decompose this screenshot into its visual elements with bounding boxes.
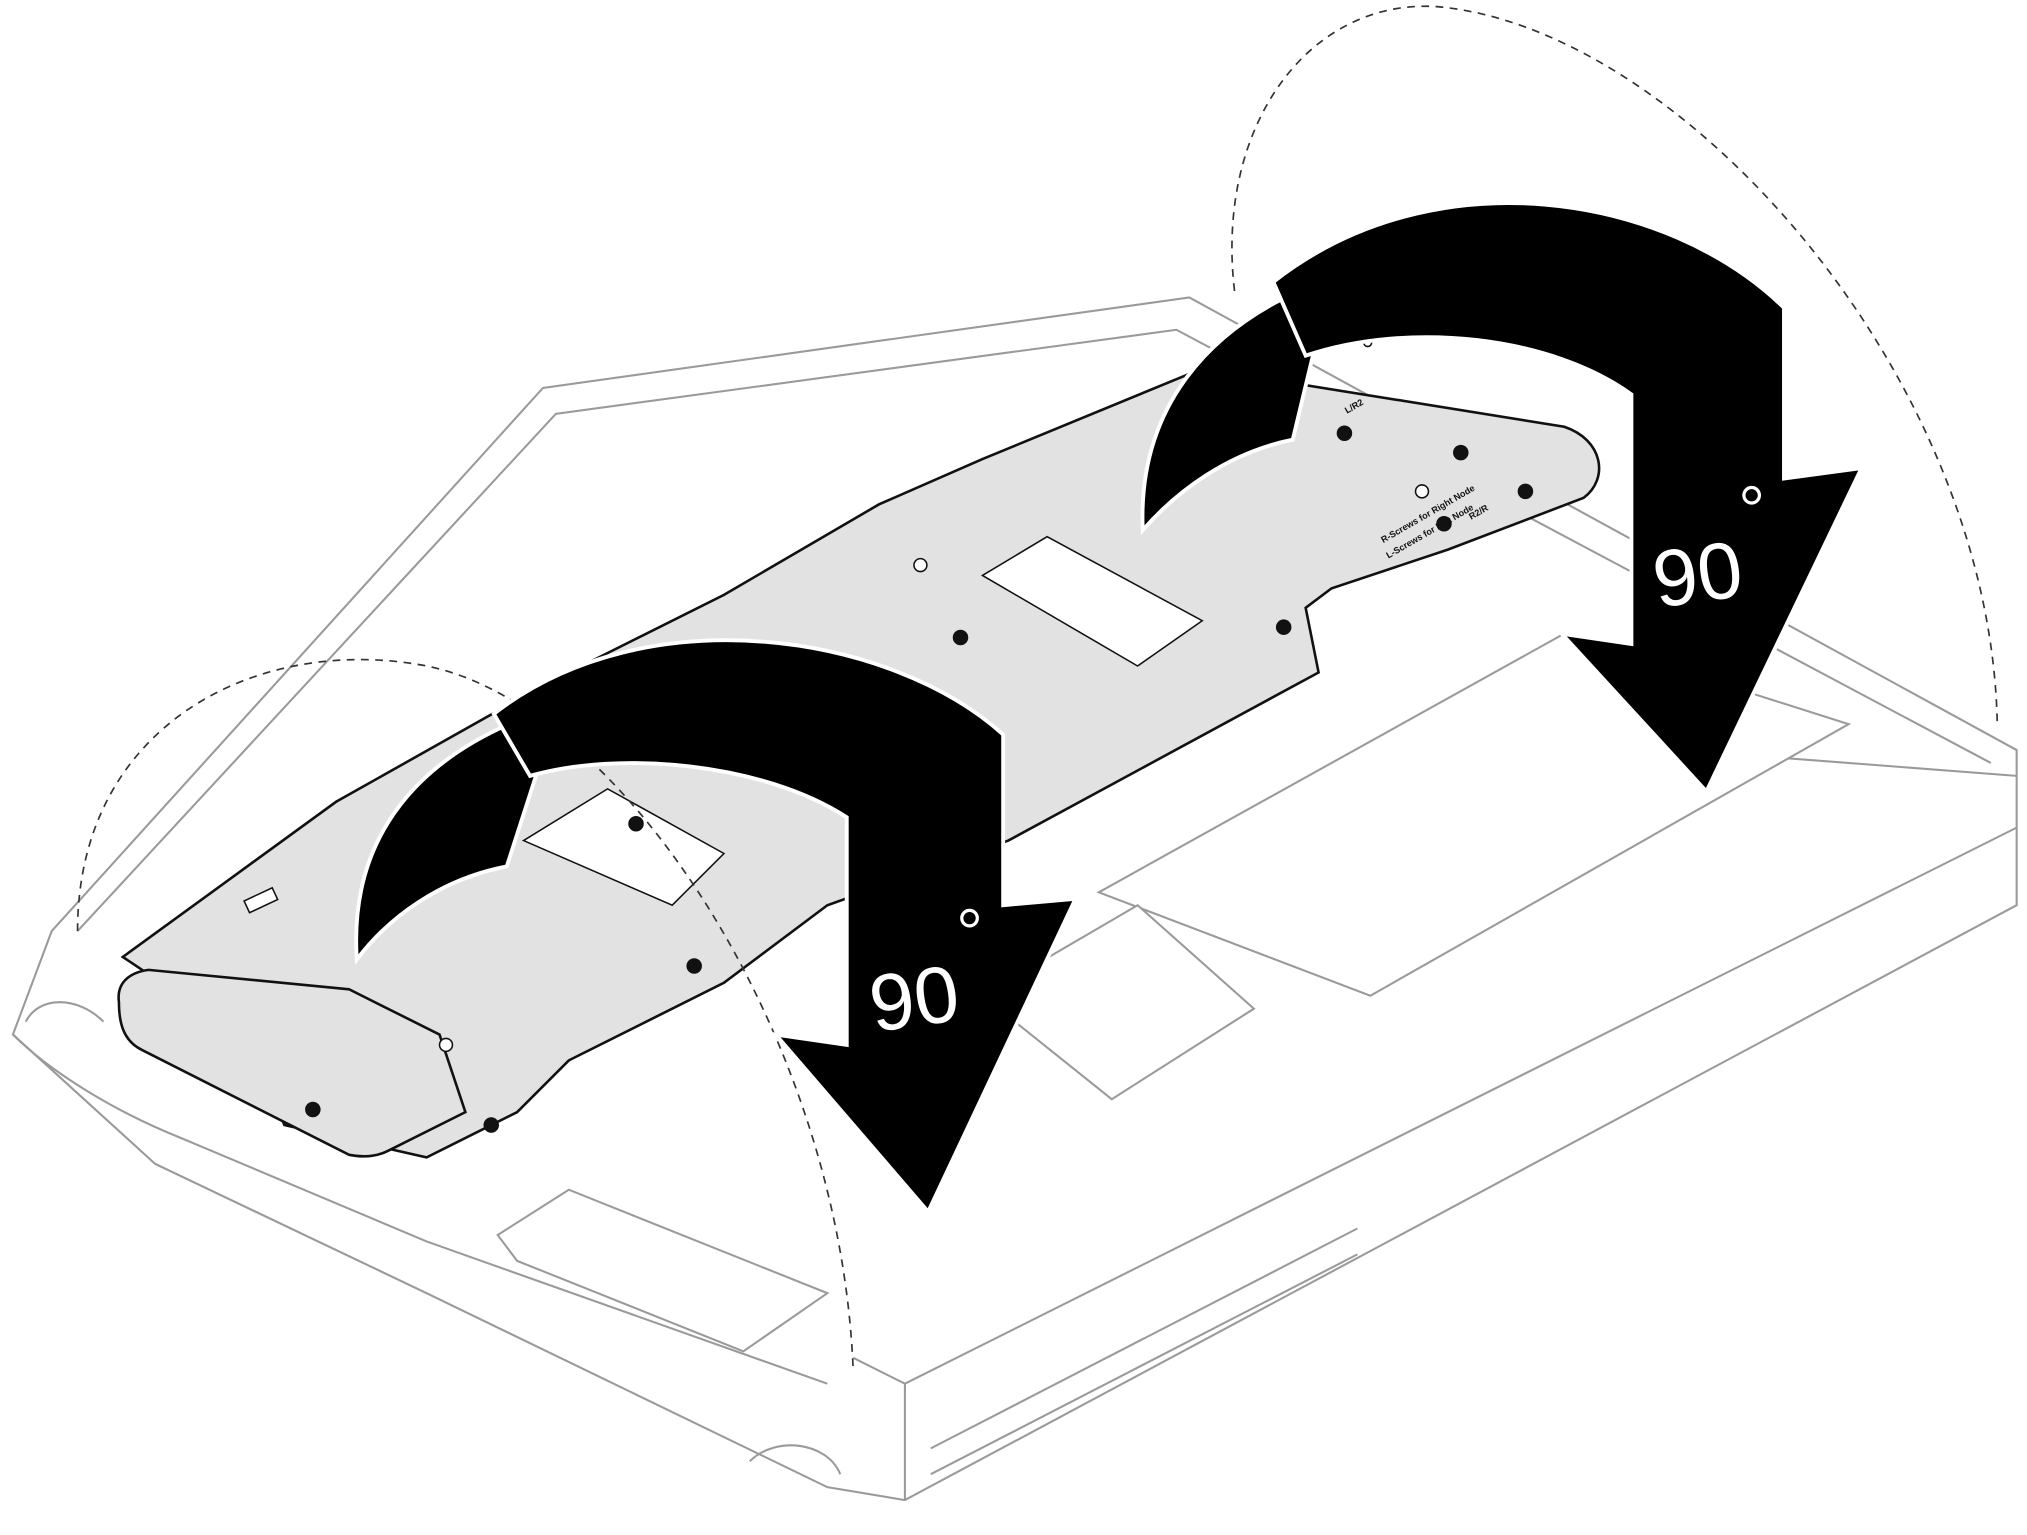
node-bay-lower — [980, 903, 1256, 1101]
node-tray-chassis — [11, 296, 2018, 1502]
degree-symbol-icon — [1742, 485, 1762, 505]
degree-symbol-icon — [960, 908, 979, 928]
rotation-angle-front: 90 — [864, 947, 965, 1049]
rotation-arrow-back: 90 — [1140, 201, 1865, 795]
rotation-arrow-front: 90 — [354, 638, 1079, 1216]
rotation-path-front — [76, 658, 855, 1371]
rotation-path-back — [1231, 5, 1999, 725]
rotation-angle-back: 90 — [1647, 523, 1748, 625]
node-cover-plate-lower — [496, 1188, 830, 1353]
